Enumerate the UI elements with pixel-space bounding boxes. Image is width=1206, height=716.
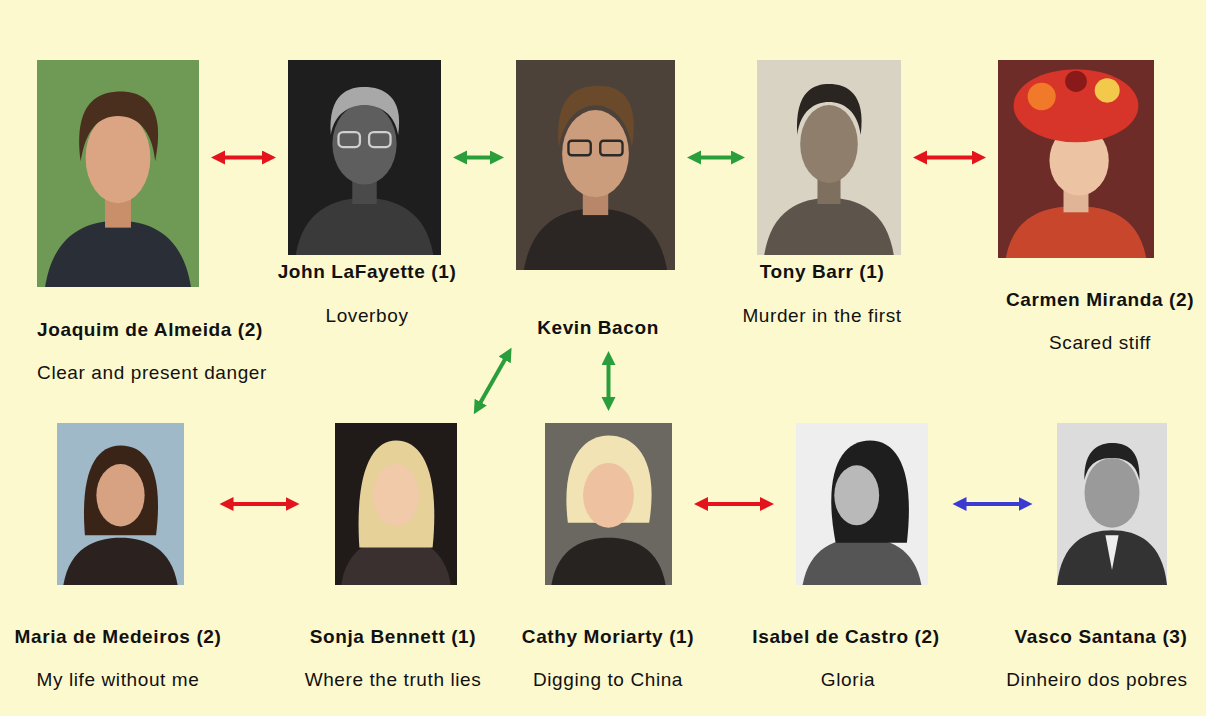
- photo-hat-fruit: [1028, 83, 1056, 110]
- photo-ground: [57, 423, 184, 585]
- photo-hair: [797, 84, 862, 135]
- film-title: Gloria: [821, 669, 875, 691]
- film-title: Digging to China: [533, 669, 683, 691]
- link-arrow: [221, 156, 266, 160]
- photo-body: [764, 198, 894, 255]
- photo-body: [551, 538, 665, 585]
- link-arrow: [963, 502, 1023, 506]
- photo-ground: [757, 60, 901, 255]
- person-name: Vasco Santana (3): [1015, 626, 1188, 648]
- photo-face: [800, 105, 858, 183]
- photo-body: [1006, 206, 1146, 258]
- person-name: Joaquim de Almeida (2): [37, 319, 263, 341]
- photo-face: [332, 104, 396, 185]
- photo-shirt: [1105, 535, 1118, 570]
- person-node: Vasco Santana (3)Dinheiro dos pobres: [1057, 423, 1167, 585]
- photo-body: [524, 209, 667, 270]
- photo-hair: [84, 445, 158, 535]
- photo-body: [63, 538, 177, 585]
- person-node: Sonja Bennett (1)Where the truth lies: [335, 423, 457, 585]
- photo-face: [96, 464, 144, 526]
- film-title: Dinheiro dos pobres: [1006, 669, 1187, 691]
- photo-glasses: [369, 132, 390, 147]
- film-title: Clear and present danger: [37, 362, 267, 384]
- photo-ground: [335, 423, 457, 585]
- photo-glasses: [600, 141, 622, 156]
- person-name: Sonja Bennett (1): [310, 626, 476, 648]
- photo-body: [45, 221, 191, 287]
- film-title: Where the truth lies: [305, 669, 482, 691]
- photo-body: [296, 198, 434, 255]
- portrait-photo: [37, 60, 199, 287]
- photo-hair: [331, 87, 400, 135]
- photo-face: [1085, 458, 1140, 528]
- portrait-photo: [288, 60, 441, 255]
- link-arrow: [607, 361, 611, 401]
- person-name: Cathy Moriarty (1): [522, 626, 694, 648]
- person-node: Carmen Miranda (2)Scared stiff: [998, 60, 1154, 258]
- link-arrow: [923, 156, 976, 160]
- photo-hat-fruit: [1065, 71, 1087, 92]
- person-node: Joaquim de Almeida (2)Clear and present …: [37, 60, 199, 287]
- photo-face: [583, 463, 634, 528]
- link-arrow: [230, 502, 290, 506]
- photo-face: [562, 110, 629, 197]
- person-name: Isabel de Castro (2): [752, 626, 939, 648]
- photo-hair: [359, 440, 435, 547]
- photo-face: [86, 112, 151, 203]
- person-node: Tony Barr (1)Murder in the first: [757, 60, 901, 255]
- person-node: John LaFayette (1)Loverboy: [288, 60, 441, 255]
- person-node: Isabel de Castro (2)Gloria: [796, 423, 928, 585]
- portrait-photo: [57, 423, 184, 585]
- photo-glasses: [338, 132, 359, 147]
- photo-face: [834, 465, 879, 525]
- photo-hair: [1084, 443, 1139, 480]
- person-name: Kevin Bacon: [537, 317, 659, 339]
- photo-hair: [79, 91, 158, 161]
- person-node: Maria de Medeiros (2)My life without me: [57, 423, 184, 585]
- person-name: Maria de Medeiros (2): [15, 626, 222, 648]
- portrait-photo: [335, 423, 457, 585]
- portrait-photo: [516, 60, 675, 270]
- portrait-photo: [545, 423, 672, 585]
- photo-ground: [796, 423, 928, 585]
- photo-face: [373, 464, 419, 526]
- photo-hat-fruit: [1095, 78, 1120, 102]
- photo-body: [1057, 530, 1167, 585]
- photo-ground: [37, 60, 199, 287]
- photo-hat: [1014, 69, 1139, 142]
- person-name: John LaFayette (1): [278, 261, 457, 283]
- portrait-photo: [796, 423, 928, 585]
- link-arrow: [704, 502, 764, 506]
- film-title: Scared stiff: [1049, 332, 1151, 354]
- photo-ground: [288, 60, 441, 255]
- photo-glasses: [568, 141, 590, 156]
- portrait-photo: [998, 60, 1154, 258]
- link-arrow: [479, 356, 507, 405]
- photo-body: [803, 538, 922, 585]
- film-title: Loverboy: [326, 305, 409, 327]
- person-node: Cathy Moriarty (1)Digging to China: [545, 423, 672, 585]
- film-title: My life without me: [37, 669, 200, 691]
- photo-ground: [998, 60, 1154, 258]
- photo-ground: [545, 423, 672, 585]
- portrait-photo: [1057, 423, 1167, 585]
- film-title: Murder in the first: [742, 305, 901, 327]
- photo-ground: [1057, 423, 1167, 585]
- person-node: Kevin Bacon: [516, 60, 675, 270]
- person-name: Carmen Miranda (2): [1006, 289, 1194, 311]
- link-arrow: [463, 156, 494, 160]
- link-arrow: [697, 156, 735, 160]
- photo-hair: [831, 440, 909, 542]
- photo-hair: [558, 86, 634, 147]
- photo-ground: [516, 60, 675, 270]
- portrait-photo: [757, 60, 901, 255]
- person-name: Tony Barr (1): [760, 261, 885, 283]
